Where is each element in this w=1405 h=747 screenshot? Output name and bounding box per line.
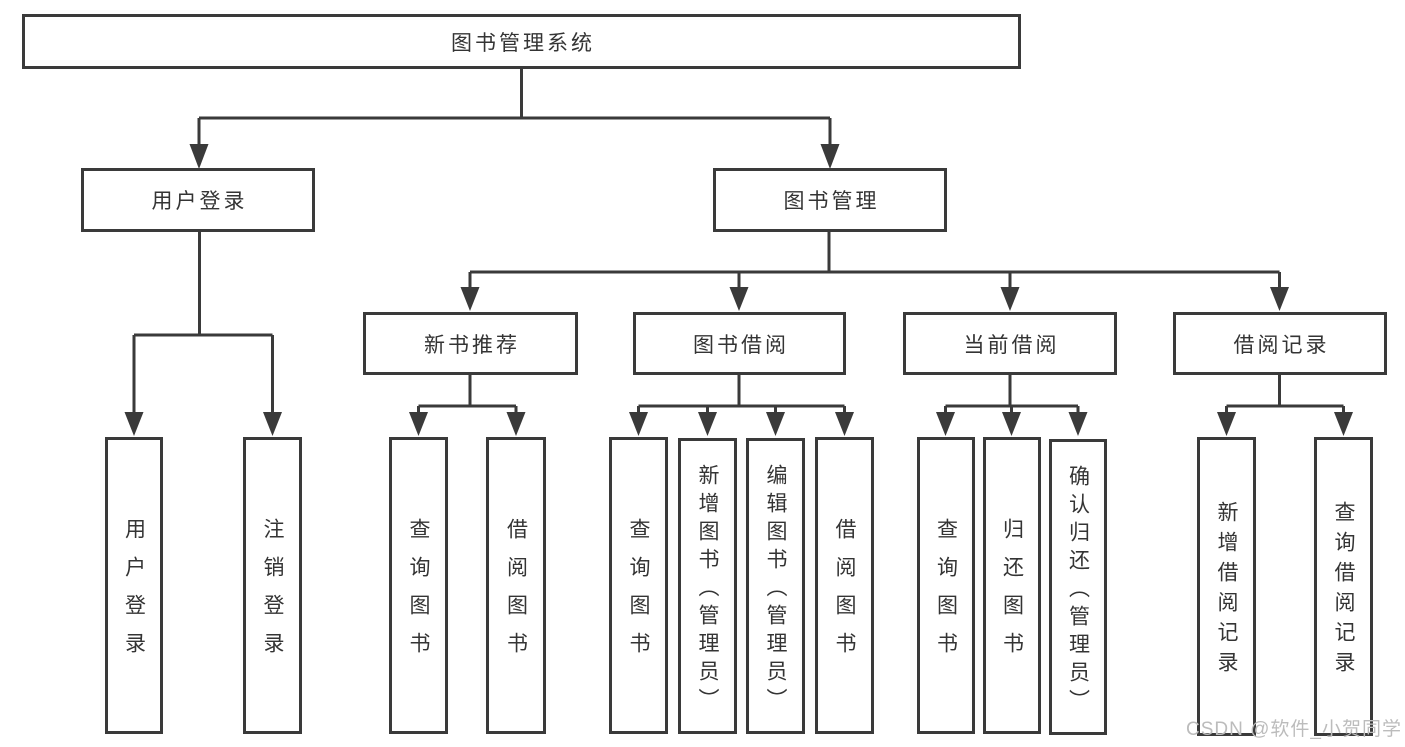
node-new-book-recommendation: 新书推荐 (363, 312, 578, 375)
leaf-label: 查询图书 (934, 518, 958, 670)
connector-records-to-leaves (1225, 372, 1345, 414)
node-label: 图书管理 (783, 190, 880, 213)
leaf-label: 借阅图书 (833, 518, 856, 670)
node-label: 新书推荐 (424, 333, 520, 357)
node-label: 借阅记录 (1233, 333, 1330, 357)
node-borrowing-records: 借阅记录 (1173, 312, 1387, 375)
node-label: 用户登录 (151, 190, 248, 213)
leaf-logout: 注销登录 (243, 437, 302, 734)
connector-borrow-to-leaves (637, 372, 846, 414)
leaf-query-books: 查询图书 (609, 437, 668, 734)
leaf-label: 归还图书 (1000, 518, 1024, 670)
leaf-user-login: 用户登录 (105, 437, 163, 734)
node-book-management: 图书管理 (713, 168, 947, 232)
node-label: 当前借阅 (963, 333, 1060, 357)
connector-newrec-to-leaves (417, 372, 518, 414)
leaf-label: 查询图书 (627, 518, 650, 670)
arrowhead-icons (124, 144, 1353, 436)
connector-bookmgmt-to-level3 (468, 230, 1281, 290)
leaf-label: 新增图书（管理员） (696, 463, 719, 716)
leaf-edit-books-admin: 编辑图书（管理员） (746, 438, 805, 734)
node-library-management-system: 图书管理系统 (22, 14, 1021, 69)
leaf-label: 查询图书 (407, 518, 430, 670)
leaf-query-books: 查询图书 (389, 437, 448, 734)
node-current-borrowing: 当前借阅 (903, 312, 1117, 375)
leaf-add-books-admin: 新增图书（管理员） (678, 438, 737, 734)
leaf-confirm-return-admin: 确认归还（管理员） (1049, 439, 1107, 735)
node-label: 图书借阅 (693, 333, 789, 357)
leaf-label: 编辑图书（管理员） (764, 463, 787, 716)
node-label: 图书管理系统 (451, 31, 595, 55)
connector-login-to-leaves (132, 230, 274, 414)
node-book-borrowing: 图书借阅 (633, 312, 846, 375)
leaf-label: 查询借阅记录 (1332, 501, 1355, 681)
leaf-label: 新增借阅记录 (1215, 501, 1238, 681)
csdn-watermark: CSDN @软件_小贺同学 (1186, 719, 1402, 740)
connector-current-to-leaves (944, 372, 1080, 414)
leaf-query-borrow-record: 查询借阅记录 (1314, 437, 1373, 736)
leaf-query-books: 查询图书 (917, 437, 975, 734)
leaf-borrow-books: 借阅图书 (486, 437, 546, 734)
leaf-return-books: 归还图书 (983, 437, 1041, 734)
connector-root-to-level2 (197, 66, 832, 146)
leaf-borrow-books: 借阅图书 (815, 437, 874, 734)
leaf-label: 确认归还（管理员） (1066, 464, 1090, 717)
leaf-label: 借阅图书 (504, 518, 528, 670)
leaf-label: 用户登录 (122, 518, 146, 670)
leaf-add-borrow-record: 新增借阅记录 (1197, 437, 1256, 736)
leaf-label: 注销登录 (261, 518, 284, 670)
node-user-login: 用户登录 (81, 168, 315, 232)
